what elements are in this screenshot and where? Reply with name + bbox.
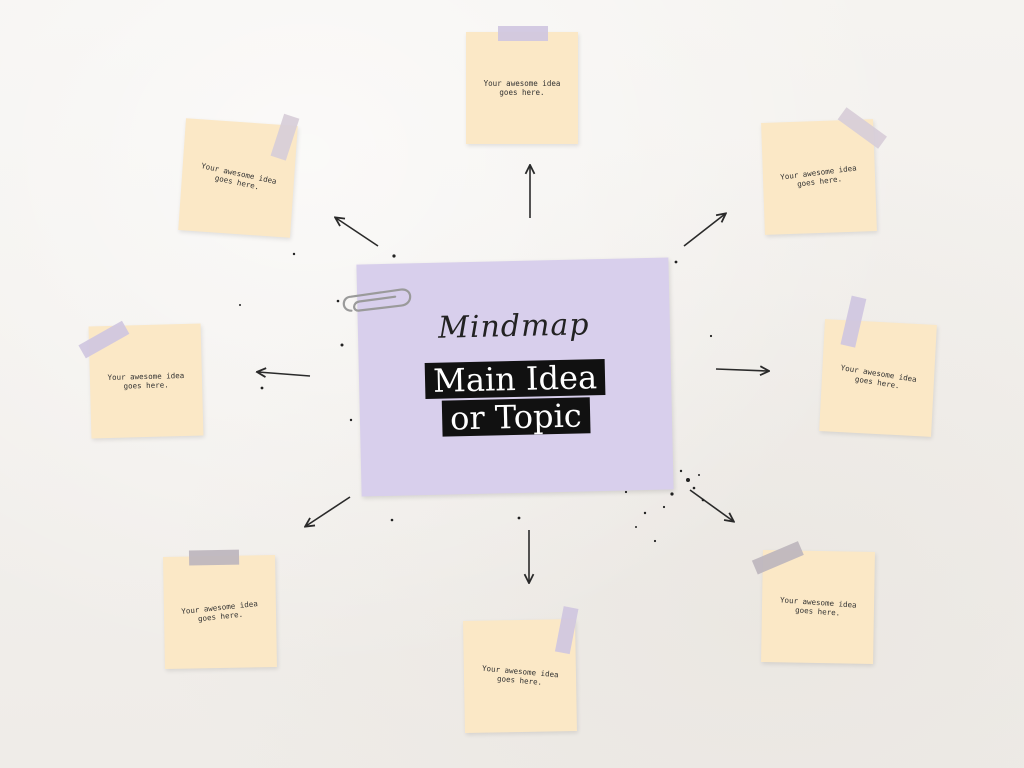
- tape: [188, 549, 240, 566]
- note-text: Your awesome idea goes here.: [481, 663, 560, 687]
- note-bottom-left[interactable]: Your awesome idea goes here.: [163, 549, 277, 669]
- note-text: Your awesome idea goes here.: [779, 595, 857, 618]
- arrow-bottom-left: [306, 496, 351, 526]
- arrow-bottom-right: [689, 489, 733, 521]
- note-top[interactable]: Your awesome idea goes here.: [466, 26, 578, 144]
- note-text: Your awesome idea goes here.: [107, 370, 185, 391]
- arrow-top-right: [683, 214, 725, 247]
- note-text: Your awesome idea goes here.: [180, 599, 259, 624]
- note-top-right[interactable]: Your awesome idea goes here.: [761, 107, 887, 235]
- arrow-right: [715, 369, 768, 371]
- main-topic-card[interactable]: Mindmap Main Idea or Topic: [342, 257, 674, 497]
- note-bottom[interactable]: Your awesome idea goes here.: [463, 606, 579, 733]
- arrow-top-left: [336, 218, 379, 247]
- arrow-left: [258, 372, 311, 376]
- note-text: Your awesome idea goes here.: [840, 363, 918, 391]
- note-text: Your awesome idea goes here.: [200, 161, 278, 192]
- tape: [498, 26, 548, 41]
- note-right[interactable]: Your awesome idea goes here.: [819, 295, 937, 437]
- main-idea-line: Main Idea: [424, 358, 606, 400]
- note-left[interactable]: Your awesome idea goes here.: [78, 320, 204, 439]
- mindmap-script-title: Mindmap: [437, 307, 590, 346]
- note-text: Your awesome idea goes here.: [483, 79, 561, 97]
- note-bottom-right[interactable]: Your awesome idea goes here.: [751, 541, 875, 664]
- ink-splatter: [239, 252, 713, 543]
- topic-line: or Topic: [441, 397, 591, 437]
- paperclip-icon: [342, 288, 412, 312]
- note-text: Your awesome idea goes here.: [779, 163, 858, 189]
- note-top-left[interactable]: Your awesome idea goes here.: [178, 113, 300, 238]
